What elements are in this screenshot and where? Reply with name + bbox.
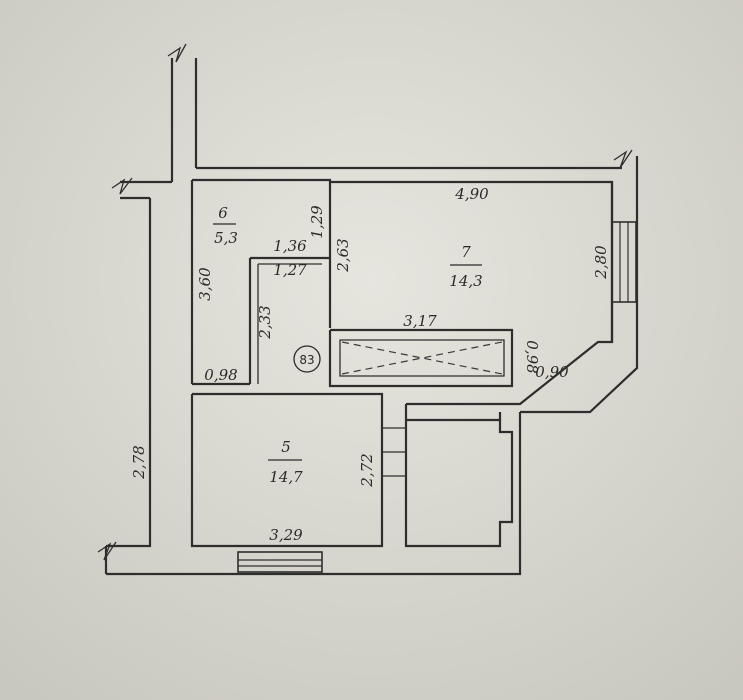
dim-3-29: 3,29 [269,526,303,544]
dim-0-98-vertical: 0,98 [523,340,541,373]
room-area: 14,3 [449,272,482,290]
dim-4-90: 4,90 [454,185,489,203]
dim-1-27: 1,27 [273,261,307,279]
outer-walls [97,43,639,576]
dim-1-36: 1,36 [273,237,307,255]
room-area: 14,7 [269,468,303,486]
room-number: 5 [281,438,291,456]
dim-1-29: 1,29 [308,205,326,239]
room-5-label: 5 14,7 [268,438,303,486]
interior-walls [190,178,614,548]
dim-0-98-horizontal: 0,98 [204,366,237,384]
room-number: 7 [461,243,471,261]
dim-3-17: 3,17 [403,312,437,330]
apartment-number-badge: 83 [293,345,321,373]
dimension-labels: 4,90 1,29 2,63 1,36 1,27 3,60 2,33 2,80 … [130,185,610,544]
dim-3-60: 3,60 [196,267,214,301]
room-7-label: 7 14,3 [449,243,482,290]
room-6-label: 6 5,3 [213,204,238,247]
room-number: 6 [218,204,228,222]
dim-2-80: 2,80 [592,245,610,280]
window-bottom [237,551,323,573]
dim-0-90: 0,90 [535,363,569,381]
window-right [611,221,637,303]
room-area: 5,3 [214,229,238,247]
apartment-number: 83 [299,353,314,367]
dim-2-63: 2,63 [334,238,352,272]
dim-2-33: 2,33 [256,305,274,339]
dim-2-78: 2,78 [130,445,148,479]
dim-2-72: 2,72 [358,453,376,487]
